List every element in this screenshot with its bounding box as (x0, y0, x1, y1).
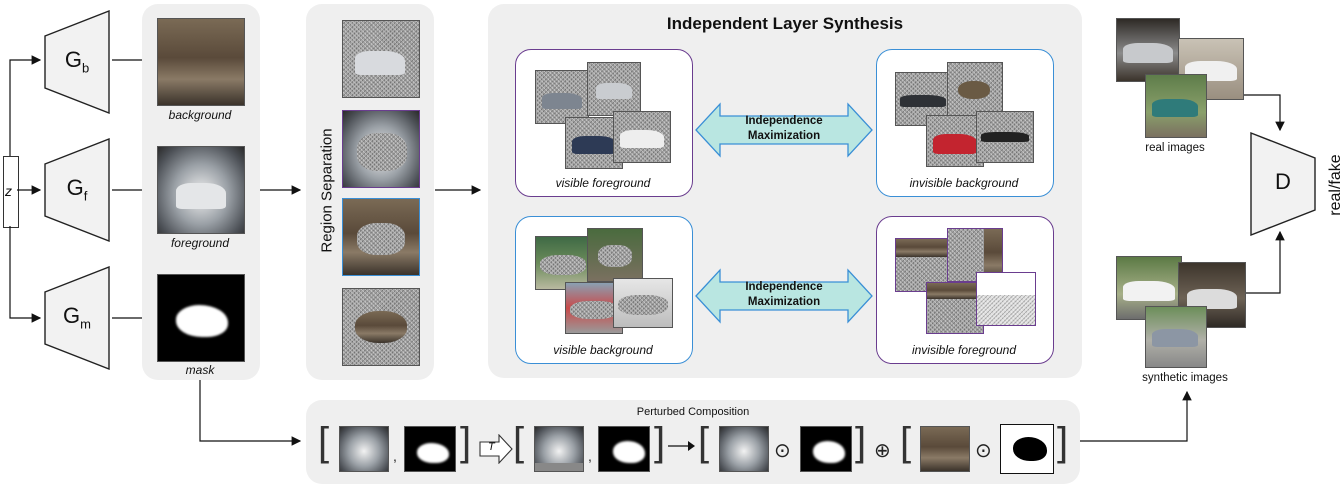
gf-letter: G (66, 175, 84, 200)
ib-thumb-4 (976, 111, 1034, 163)
region-visible-bg (342, 198, 420, 276)
ib-thumb-2 (947, 62, 1003, 116)
real-fake-label: real/fake (1327, 154, 1340, 216)
perturbed-composition-title: Perturbed Composition (636, 406, 750, 418)
bracket-open-3: [ (698, 420, 710, 464)
pc-mask-t (598, 426, 650, 472)
bracket-close-2: ] (654, 420, 666, 464)
vf-thumb-2 (587, 62, 641, 116)
mask-image (157, 274, 245, 362)
bracket-close-3: ] (855, 420, 867, 464)
invisible-foreground-caption: invisible foreground (911, 343, 1017, 357)
latent-z-box: z (3, 156, 19, 228)
independence-label-top: Independence Maximization (745, 115, 823, 142)
pc-mask-c (800, 426, 852, 472)
region-invisible-bg (342, 110, 420, 188)
discriminator-letter: D (1275, 169, 1291, 194)
vb-thumb-1 (535, 236, 591, 290)
vb-thumb-4 (613, 278, 673, 328)
independence-label-bottom: Independence Maximization (745, 281, 823, 308)
gm-letter: G (63, 303, 81, 328)
vf-thumb-1 (535, 70, 589, 124)
ib-thumb-3 (926, 115, 984, 167)
compose-arrow (668, 441, 695, 451)
pc-mask (404, 426, 456, 472)
real-image-1 (1116, 18, 1180, 82)
if-thumb-2 (947, 228, 1003, 282)
transform-arrow (479, 434, 513, 464)
gb-letter: G (64, 47, 82, 72)
gb-sub: b (81, 60, 90, 76)
pc-background (920, 426, 970, 472)
transform-label: T (488, 441, 495, 453)
bracket-close-1: ] (460, 420, 472, 464)
generator-foreground: Gf (44, 138, 110, 242)
if-thumb-3 (926, 282, 984, 334)
region-visible-fg (342, 20, 420, 98)
visible-background-caption: visible background (553, 343, 653, 357)
gm-sub: m (80, 316, 91, 332)
synthetic-images-caption: synthetic images (1142, 372, 1228, 384)
generator-mask: Gm (44, 266, 110, 370)
real-images-caption: real images (1145, 142, 1205, 154)
foreground-caption: foreground (170, 236, 230, 250)
pc-comma-2: , (588, 448, 592, 464)
vb-thumb-2 (587, 228, 643, 282)
oplus: ⊕ (874, 440, 891, 462)
independence-arrow-bottom (695, 268, 873, 324)
independence-arrow-top (695, 102, 873, 158)
bracket-close-4: ] (1057, 420, 1069, 464)
pc-foreground (339, 426, 389, 472)
pc-foreground-t (534, 426, 584, 472)
real-image-3 (1145, 74, 1207, 138)
region-separation-label: Region Separation (318, 128, 336, 253)
odot-1: ⊙ (774, 440, 791, 462)
synthetic-image-3 (1145, 306, 1207, 368)
odot-2: ⊙ (975, 440, 992, 462)
pc-foreground-c (719, 426, 769, 472)
pc-inverse-mask (1000, 424, 1054, 474)
bracket-open-4: [ (900, 420, 912, 464)
background-caption: background (168, 108, 232, 122)
invisible-background-caption: invisible background (909, 176, 1019, 190)
bracket-open-2: [ (513, 420, 525, 464)
foreground-image (157, 146, 245, 234)
bracket-open-1: [ (318, 420, 330, 464)
pc-comma-1: , (393, 448, 397, 464)
vf-thumb-4 (613, 111, 671, 163)
visible-foreground-caption: visible foreground (555, 176, 651, 190)
gf-sub: f (83, 188, 88, 204)
generator-background: Gb (44, 10, 110, 114)
synthesis-title: Independent Layer Synthesis (666, 14, 904, 33)
background-image (157, 18, 245, 106)
region-invisible-fg (342, 288, 420, 366)
latent-z-label: z (5, 183, 12, 199)
vf-thumb-3 (565, 117, 623, 169)
mask-caption: mask (185, 363, 215, 377)
if-thumb-4 (976, 272, 1036, 326)
discriminator: D (1250, 132, 1316, 236)
